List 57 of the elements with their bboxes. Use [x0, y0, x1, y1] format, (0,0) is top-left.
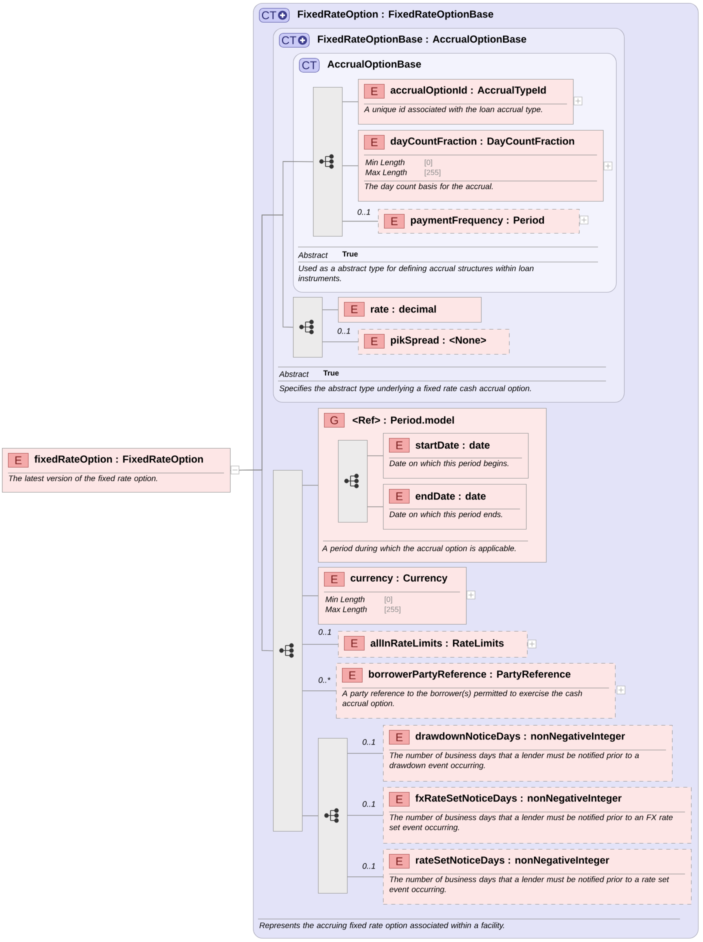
- sequence-bar: [338, 440, 368, 523]
- element-box: E allInRateLimits : RateLimits: [338, 631, 528, 658]
- connector-line: [342, 165, 358, 166]
- connector-line: [367, 455, 384, 456]
- sequence-bar: [293, 297, 323, 358]
- occurrence-label: 0..1: [358, 209, 370, 215]
- connector-line: [302, 690, 336, 692]
- type-badge: E: [389, 854, 410, 869]
- type-badge: E: [8, 453, 29, 468]
- element-box: E drawdownNoticeDays : nonNegativeInteger The number of business days that a lender must be notified prior to a drawdown event occurring.: [383, 725, 673, 782]
- type-badge: E: [389, 489, 410, 504]
- occurrence-label: 0..1: [362, 863, 375, 869]
- type-badge: E: [389, 438, 410, 453]
- type-badge: G: [324, 413, 345, 428]
- connector-line: [347, 876, 384, 878]
- element-box: E fxRateSetNoticeDays : nonNegativeInteger The number of business days that a lender must be notified prior to an FX rate set event occurring.: [383, 787, 692, 844]
- type-badge: E: [364, 84, 385, 99]
- connector-line: [302, 484, 318, 486]
- type-badge: E: [364, 135, 385, 150]
- connector-line: [347, 752, 384, 754]
- connector-line: [302, 644, 338, 645]
- element-box: E pikSpread : <None>: [358, 329, 510, 355]
- connector-line: [342, 101, 358, 102]
- connector-line: [302, 815, 318, 816]
- type-badge: CT: [259, 8, 290, 23]
- occurrence-label: 0..1: [318, 629, 331, 635]
- type-badge: CT: [279, 33, 310, 48]
- element-box: E startDate : date Date on which this period begins.: [383, 433, 529, 479]
- type-badge: E: [389, 792, 410, 807]
- element-box: E rate : decimal: [338, 297, 482, 323]
- type-badge: E: [389, 730, 410, 745]
- element-box: E borrowerPartyReference : PartyReference A party reference to the borrower(s) permitted to exercise the cash accrual option.: [336, 663, 616, 719]
- sequence-bar: [318, 738, 348, 894]
- element-box: E paymentFrequency : Period: [378, 209, 580, 234]
- type-badge: E: [324, 572, 345, 587]
- connector-line: [302, 595, 318, 596]
- type-badge: E: [342, 668, 363, 683]
- type-badge: E: [344, 636, 365, 651]
- element-box: E accrualOptionId : AccrualTypeId A unique id associated with the loan accrual type.: [358, 79, 574, 125]
- occurrence-label: 0..*: [318, 677, 330, 683]
- type-badge: E: [344, 302, 365, 317]
- occurrence-label: 0..1: [362, 801, 375, 807]
- connector-line: [347, 814, 384, 816]
- sequence-bar: [313, 87, 343, 237]
- connector-line: [322, 309, 338, 310]
- connector-line: [367, 506, 384, 508]
- type-badge: E: [364, 334, 385, 349]
- occurrence-label: 0..1: [362, 739, 375, 745]
- sequence-bar: [273, 470, 303, 832]
- type-badge: E: [384, 214, 405, 229]
- element-box: E fixedRateOption : FixedRateOption The latest version of the fixed rate option.: [2, 448, 231, 493]
- connector-line: [342, 220, 378, 222]
- element-box: E rateSetNoticeDays : nonNegativeInteger The number of business days that a lender must be notified prior to a rate set event occurring.: [383, 849, 692, 905]
- occurrence-label: 0..1: [338, 328, 350, 334]
- connector-line: [322, 341, 358, 342]
- type-badge: CT: [299, 58, 320, 73]
- element-box: E endDate : date Date on which this period ends.: [383, 484, 527, 530]
